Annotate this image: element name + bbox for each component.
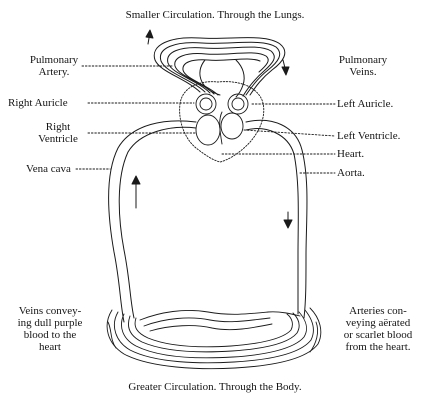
label-pulmonary-veins: Pulmonary Veins.	[325, 54, 401, 78]
label-pulmonary-artery-line1: Pulmonary	[29, 54, 79, 66]
bottom-title: Greater Circulation. Through the Body.	[128, 381, 302, 393]
label-arteries-note: Arteries con- veying aërated or scarlet …	[328, 305, 428, 353]
label-arteries-note-line2: veying aërated	[345, 317, 411, 329]
heart-outline	[179, 81, 265, 163]
label-veins-note-line3: blood to the	[23, 329, 77, 341]
label-arteries-note-line1: Arteries con-	[349, 305, 407, 317]
label-pulmonary-veins-line2: Veins.	[349, 66, 377, 78]
label-arteries-note-line4: from the heart.	[345, 341, 411, 353]
label-left-auricle: Left Auricle.	[337, 98, 394, 110]
lung-loop	[153, 37, 286, 98]
label-pulmonary-veins-line1: Pulmonary	[338, 54, 388, 66]
aorta-vessel	[245, 119, 308, 319]
vena-cava-vessel	[108, 120, 197, 323]
label-right-ventricle-line1: Right	[45, 121, 71, 133]
label-left-ventricle: Left Ventricle.	[337, 130, 401, 142]
label-right-ventricle: Right Ventricle	[30, 121, 86, 145]
label-veins-note-line4: heart	[39, 341, 61, 353]
leader-lines	[75, 65, 336, 174]
label-right-auricle: Right Auricle	[8, 97, 68, 109]
label-veins-note-line2: ing dull purple	[17, 317, 83, 329]
body-loop	[106, 307, 322, 370]
top-title: Smaller Circulation. Through the Lungs.	[125, 9, 305, 21]
label-heart: Heart.	[337, 148, 365, 160]
flow-arrows	[131, 29, 293, 229]
label-pulmonary-artery: Pulmonary Artery.	[18, 54, 90, 78]
label-arteries-note-line3: or scarlet blood	[343, 329, 413, 341]
label-veins-note: Veins convey- ing dull purple blood to t…	[0, 305, 100, 353]
label-right-ventricle-line2: Ventricle	[38, 133, 78, 145]
label-pulmonary-artery-line2: Artery.	[38, 66, 70, 78]
label-vena-cava: Vena cava	[26, 163, 71, 175]
label-aorta: Aorta.	[337, 167, 365, 179]
label-veins-note-line1: Veins convey-	[18, 305, 82, 317]
